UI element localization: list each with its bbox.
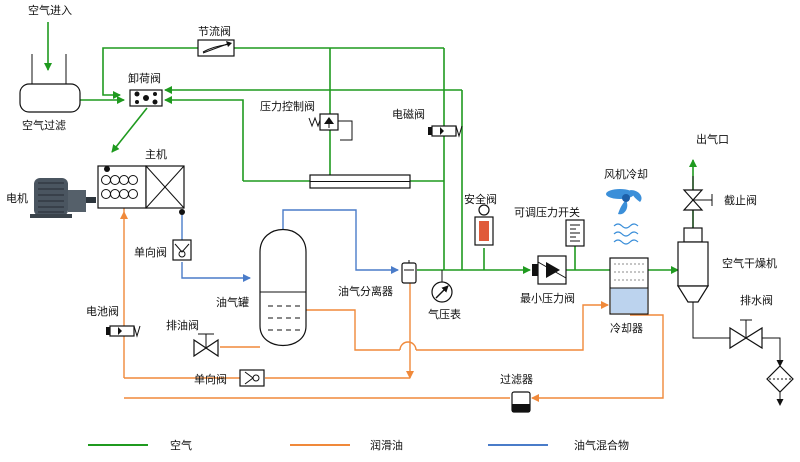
label-throttle-valve: 节流阀 [198,24,231,38]
main-unit [97,165,185,215]
label-filter: 过滤器 [500,373,533,386]
label-safety-valve: 安全阀 [464,192,497,206]
tank-to-cooler-pipe-a [305,309,400,351]
tank-to-separator-pipe [282,209,399,274]
label-air-dryer: 空气干燥机 [722,256,777,270]
fan-icon [606,189,642,215]
label-unload-valve: 卸荷阀 [128,71,161,85]
check-to-tank-pipe [181,262,251,282]
battery-valve [106,325,141,338]
air-filter [19,54,81,113]
label-min-pressure-valve: 最小压力阀 [520,291,575,305]
label-stop-valve: 截止阀 [724,193,757,207]
label-fan-cooling: 风机冷却 [604,167,648,181]
unload-to-main-pipe [111,107,148,153]
label-oil-gas-tank: 油气罐 [216,295,249,309]
check-valve-bottom [239,369,265,387]
drain-outlet-line [762,337,784,367]
check-valve-top [172,239,192,261]
label-pressure-gauge: 气压表 [428,307,461,321]
label-battery-valve: 电池阀 [86,304,119,318]
cooler-return-pipe [164,96,244,181]
airflow-waves [613,223,639,245]
label-solenoid-valve: 电磁阀 [392,107,425,121]
cooler [609,257,649,315]
pressure-gauge [431,270,453,303]
throttle-return-pipe [102,47,444,99]
label-pressure-control-valve: 压力控制阀 [260,99,315,113]
heat-exchanger-tube [309,174,411,189]
air-pipes [44,22,697,274]
legend-label-mix: 油气混合物 [574,438,629,452]
label-oil-gas-separator: 油气分离器 [338,284,393,298]
oil-drain-valve [193,333,219,358]
adjustable-pressure-switch [565,219,585,247]
drain-filter [766,365,794,393]
oil-pipes [120,205,664,402]
unload-valve [129,89,163,107]
motor-icon [30,178,96,218]
oil-gas-tank [259,229,307,347]
label-cooler: 冷却器 [610,322,643,335]
oil-filter [511,391,531,413]
label-check-valve-top: 单向阀 [134,245,167,259]
pressure-control-pilot [338,120,353,141]
black-lines [338,120,784,406]
tank-to-cooler-pipe-b [416,301,609,351]
air-dryer [676,227,710,303]
label-air-in: 空气进入 [28,3,72,17]
label-drain-valve: 排水阀 [740,293,773,307]
stop-valve [682,176,713,228]
dryer-to-drain-line [692,300,730,339]
cooler-to-filter-pipe [531,314,664,402]
pipe-crossover [399,341,417,351]
label-air-outlet: 出气口 [696,132,729,146]
legend-label-air: 空气 [170,438,192,452]
label-motor: 电机 [6,191,28,205]
labels: 空气进入 空气过滤 卸荷阀 节流阀 压力控制阀 电磁阀 主机 电机 单向阀 油气… [6,3,777,452]
solenoid-valve [428,125,463,138]
mix-pipes [181,209,399,282]
label-adjustable-pressure-switch: 可调压力开关 [514,205,580,219]
drain-valve [729,319,763,350]
minimum-pressure-valve [532,255,567,285]
label-air-filter: 空气过滤 [22,118,66,132]
safety-valve [474,204,494,246]
label-check-valve-bottom: 单向阀 [194,372,227,386]
label-oil-drain-valve: 排油阀 [166,318,199,332]
oil-gas-separator [401,260,417,284]
pressure-control-valve [308,113,339,131]
legend-label-oil: 润滑油 [370,438,403,452]
throttle-valve [197,39,235,57]
label-main-unit: 主机 [145,147,167,161]
